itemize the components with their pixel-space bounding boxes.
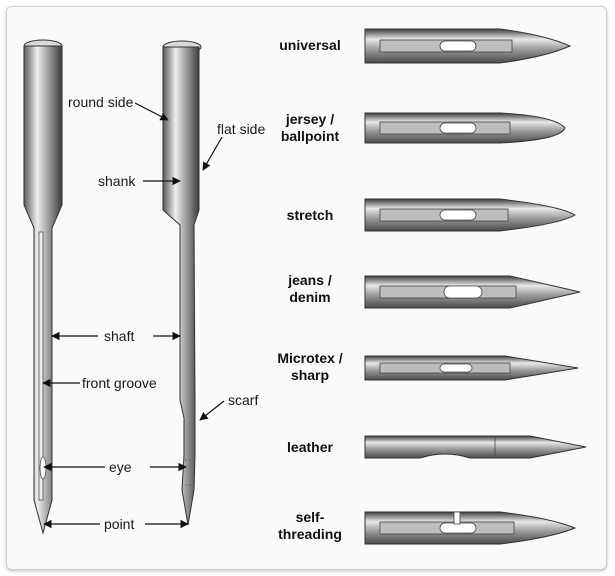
anatomy-arrows — [42, 102, 225, 529]
type-label-line2: denim — [289, 289, 331, 305]
type-label-self-threading: self- threading — [255, 509, 365, 543]
front-needle — [23, 39, 63, 535]
front-needle-eye — [39, 456, 47, 480]
label-shaft: shaft — [102, 328, 137, 344]
type-label-microtex: Microtex / sharp — [255, 350, 365, 384]
tip-self-threading — [364, 511, 577, 545]
type-label-line1: jersey / — [285, 111, 335, 127]
tip-stretch — [364, 198, 576, 232]
label-point: point — [102, 516, 137, 532]
tip-ballpoint — [364, 112, 566, 144]
type-label-line1: Microtex / — [277, 350, 343, 366]
tip-leather — [364, 435, 587, 459]
label-round-side: round side — [66, 94, 136, 110]
type-label-ballpoint: jersey / ballpoint — [255, 111, 365, 145]
type-label-line2: sharp — [290, 367, 330, 383]
label-flat-side: flat side — [215, 121, 268, 137]
needle-tips — [364, 28, 587, 545]
type-label-line2: threading — [278, 526, 342, 542]
type-label-denim: jeans / denim — [255, 272, 365, 306]
front-groove-channel — [38, 231, 44, 501]
tip-microtex — [364, 355, 579, 381]
type-label-line1: leather — [287, 439, 333, 455]
type-label-line1: universal — [279, 37, 341, 53]
type-label-line1: jeans / — [288, 272, 332, 288]
tip-universal — [364, 28, 572, 64]
type-label-line1: stretch — [286, 207, 334, 223]
type-label-stretch: stretch — [255, 207, 365, 224]
type-label-line1: self- — [295, 509, 325, 525]
type-label-line2: ballpoint — [280, 128, 340, 144]
side-needle — [162, 40, 202, 526]
tip-denim — [364, 275, 581, 309]
type-label-leather: leather — [255, 439, 365, 456]
label-front-groove: front groove — [80, 375, 159, 391]
label-shank: shank — [96, 173, 138, 189]
label-scarf: scarf — [226, 392, 261, 408]
label-eye: eye — [107, 459, 134, 475]
type-label-universal: universal — [255, 37, 365, 54]
